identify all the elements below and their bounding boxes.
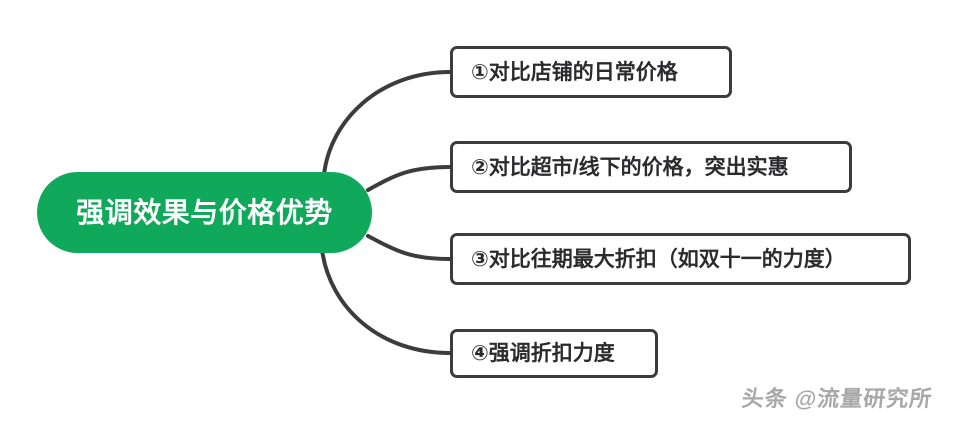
branch-node-3-label: ③对比往期最大折扣（如双十一的力度） bbox=[471, 247, 846, 271]
root-node-label: 强调效果与价格优势 bbox=[76, 196, 333, 228]
connector-to-branch-2 bbox=[366, 165, 452, 192]
connector-to-branch-4 bbox=[320, 248, 452, 355]
connector-to-branch-3 bbox=[366, 234, 452, 261]
branch-node-4-label: ④强调折扣力度 bbox=[471, 342, 615, 365]
branch-node-2-label: ②对比超市/线下的价格，突出实惠 bbox=[471, 155, 789, 179]
branch-node-4[interactable]: ④强调折扣力度 bbox=[450, 329, 658, 378]
branch-node-1-label: ①对比店铺的日常价格 bbox=[471, 60, 678, 84]
root-node[interactable]: 强调效果与价格优势 bbox=[37, 172, 372, 253]
branch-node-1[interactable]: ①对比店铺的日常价格 bbox=[450, 46, 732, 98]
watermark-text: 头条 @流量研究所 bbox=[740, 386, 934, 411]
branch-node-3[interactable]: ③对比往期最大折扣（如双十一的力度） bbox=[450, 233, 911, 285]
branch-node-2[interactable]: ②对比超市/线下的价格，突出实惠 bbox=[450, 141, 852, 193]
connector-to-branch-1 bbox=[322, 70, 452, 177]
